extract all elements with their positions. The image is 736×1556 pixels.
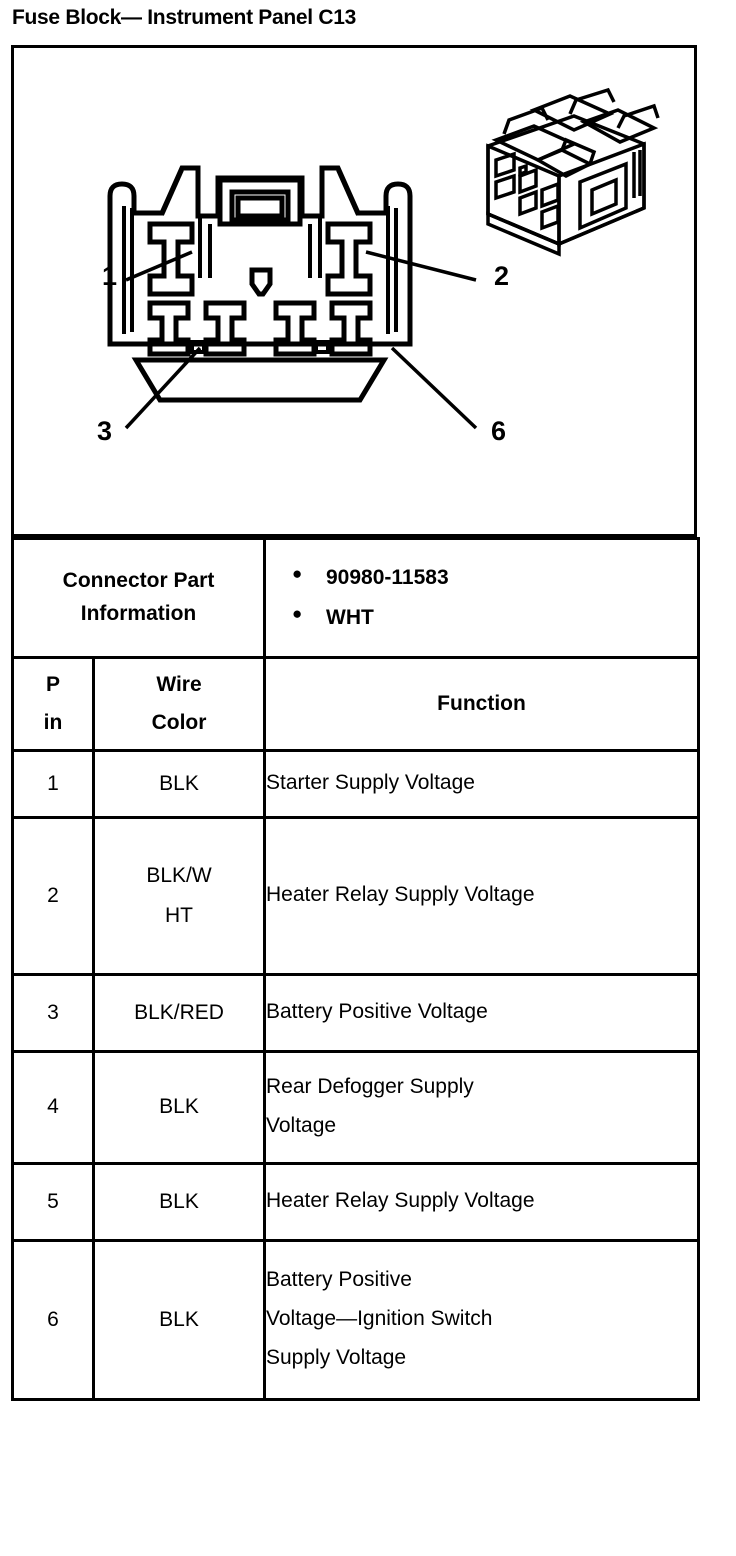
wire-color: BLK — [92, 1238, 266, 1401]
wire-color-line1: BLK — [159, 1189, 199, 1213]
connector-part-information-values: ● 90980-11583 ● WHT — [263, 537, 700, 659]
function-line2: Voltage — [266, 1114, 337, 1138]
function-line1: Rear Defogger Supply — [266, 1075, 474, 1099]
pin-function: Rear Defogger Supply Voltage — [263, 1049, 700, 1165]
connector-housing-color: WHT — [326, 605, 374, 629]
wire-color: BLK — [92, 1161, 266, 1242]
connector-isometric-view — [486, 87, 660, 257]
connector-part-information-row: Connector Part Information ● 90980-11583… — [11, 537, 700, 659]
connector-diagram: 1 2 3 6 — [14, 48, 694, 534]
pin-function: Battery Positive Voltage—Ignition Switch… — [263, 1238, 700, 1401]
column-header-wire-color: Wire Color — [92, 655, 266, 752]
function-line2: Voltage—Ignition Switch — [266, 1307, 493, 1331]
function-line1: Heater Relay Supply Voltage — [266, 1189, 535, 1213]
column-header-function: Function — [263, 655, 700, 752]
list-item: ● 90980-11583 — [292, 558, 697, 598]
wire-color: BLK/RED — [92, 972, 266, 1053]
wire-header-line2: Color — [151, 710, 207, 734]
table-row: 6 BLK Battery Positive Voltage—Ignition … — [11, 1238, 700, 1401]
connector-diagram-frame: 1 2 3 6 — [11, 45, 697, 537]
wire-color: BLK — [92, 1049, 266, 1165]
wire-color: BLK/W HT — [92, 815, 266, 976]
pin-header-line1: P — [45, 672, 60, 696]
pin-number: 5 — [11, 1161, 95, 1242]
list-item: ● WHT — [292, 598, 697, 638]
wire-color-line1: BLK — [159, 1307, 199, 1331]
column-header-pin: P in — [11, 655, 95, 752]
connector-spec-table: Connector Part Information ● 90980-11583… — [11, 537, 700, 1401]
callout-number-3: 3 — [97, 416, 113, 446]
table-row: 5 BLK Heater Relay Supply Voltage — [11, 1161, 700, 1242]
cpi-label-line2: Information — [80, 601, 197, 625]
connector-face-view — [107, 165, 413, 403]
pin-number: 6 — [11, 1238, 95, 1401]
table-row: 1 BLK Starter Supply Voltage — [11, 748, 700, 819]
table-row: 3 BLK/RED Battery Positive Voltage — [11, 972, 700, 1053]
table-row: 4 BLK Rear Defogger Supply Voltage — [11, 1049, 700, 1165]
pin-function: Battery Positive Voltage — [263, 972, 700, 1053]
callout-number-2: 2 — [494, 261, 510, 291]
callout-number-1: 1 — [102, 261, 118, 291]
function-line3: Supply Voltage — [266, 1346, 407, 1369]
wire-color: BLK — [92, 748, 266, 819]
wire-color-line2: HT — [165, 903, 193, 927]
connector-part-number: 90980-11583 — [326, 566, 449, 589]
pin-function: Heater Relay Supply Voltage — [263, 1161, 700, 1242]
connector-part-bullet-list: ● 90980-11583 ● WHT — [266, 540, 697, 656]
callout-number-6: 6 — [491, 416, 507, 446]
bullet-icon: ● — [292, 564, 303, 583]
callout-leader-lines — [124, 250, 478, 430]
function-line1: Battery Positive — [266, 1268, 412, 1292]
connector-line-art — [107, 87, 660, 430]
connector-part-information-label: Connector Part Information — [11, 537, 266, 659]
cpi-label-line1: Connector Part — [62, 569, 215, 593]
table-header-row: P in Wire Color Function — [11, 655, 700, 752]
table-row: 2 BLK/W HT Heater Relay Supply Voltage — [11, 815, 700, 976]
pin-number: 3 — [11, 972, 95, 1053]
function-line1: Starter Supply Voltage — [266, 771, 475, 795]
wire-color-line1: BLK/W — [146, 863, 212, 887]
function-line1: Heater Relay Supply Voltage — [266, 883, 535, 907]
pin-number: 1 — [11, 748, 95, 819]
pin-header-line2: in — [43, 710, 63, 734]
wire-color-line1: BLK — [159, 771, 199, 795]
wire-color-line1: BLK — [159, 1095, 199, 1119]
wire-color-line1: BLK/RED — [134, 1000, 224, 1024]
function-line1: Battery Positive Voltage — [266, 1000, 488, 1024]
pin-number: 4 — [11, 1049, 95, 1165]
pin-function: Starter Supply Voltage — [263, 748, 700, 819]
bullet-icon: ● — [292, 603, 303, 623]
wire-header-line1: Wire — [156, 672, 202, 696]
pin-function: Heater Relay Supply Voltage — [263, 815, 700, 976]
pin-number: 2 — [11, 815, 95, 976]
page-title: Fuse Block— Instrument Panel C13 — [12, 6, 356, 29]
